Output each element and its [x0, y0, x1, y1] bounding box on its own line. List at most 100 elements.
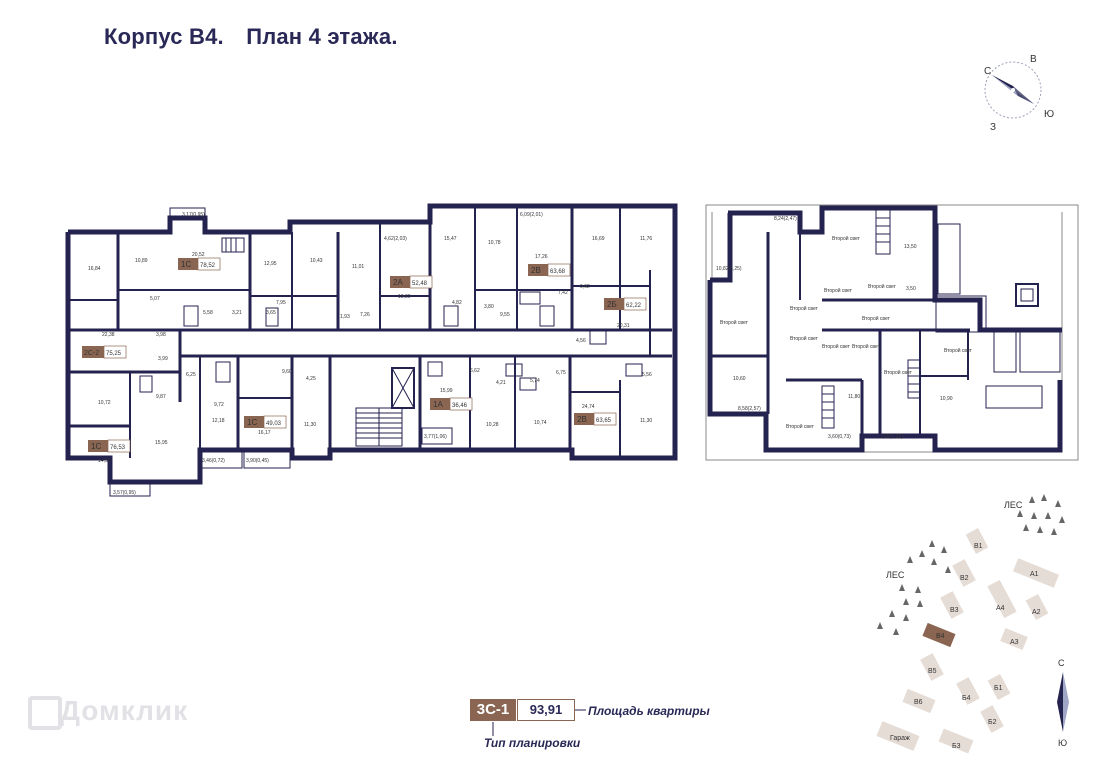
north-arrow-icon: С Ю [1057, 658, 1069, 748]
room-area: 11,76 [640, 236, 652, 242]
room-area: 16,17 [258, 430, 271, 436]
apartment-type: 1С [247, 418, 257, 427]
apartment-tag[interactable]: 2А 52,48 [390, 275, 433, 289]
apartment-tag[interactable]: 1С 76,53 [88, 439, 131, 453]
apartment-tag[interactable]: 2С-2 75,25 [82, 345, 127, 359]
building-label: Б1 [994, 685, 1003, 692]
room-area: 10,78 [488, 240, 501, 246]
room-area: 5,74 [530, 378, 540, 384]
room-area: 6,62 [470, 368, 480, 374]
room-area: 4,21 [496, 380, 506, 386]
room-area: 5,58 [203, 310, 213, 316]
upper-area: 10,82(5,25) [716, 266, 742, 272]
compass-letter-w: З [990, 122, 996, 133]
room-area: 3,77(1,06) [424, 434, 447, 440]
building-label: Б3 [952, 743, 961, 750]
room-area: 11,01 [352, 264, 364, 270]
room-area: 7,42 [558, 290, 568, 296]
upper-area: 11,80 [848, 394, 860, 400]
upper-area: 3,85(1,05) [880, 434, 903, 440]
building-label: В2 [960, 575, 969, 582]
apartment-area: 76,53 [110, 445, 126, 451]
room-area: 15,95 [155, 440, 168, 446]
apartment-type: 2В [531, 266, 541, 275]
apartment-area: 52,48 [412, 281, 428, 287]
apartment-type: 1А [433, 400, 443, 409]
room-area: 9,60 [282, 369, 292, 375]
apartment-tag[interactable]: 2В 63,68 [528, 263, 571, 277]
apartment-tags: 1С 78,52 2А 52,48 2В 63,68 2Б 62,22 2С-2… [82, 257, 647, 453]
floor-title: План 4 этажа. [246, 24, 398, 49]
building-label: А3 [1010, 639, 1019, 646]
upper-area: 10,60 [733, 376, 746, 382]
second-light-label: Второй свет [790, 305, 819, 312]
second-light-label: Второй свет [790, 335, 819, 342]
watermark: Домклик [60, 695, 189, 726]
compass-rose-icon: С В Ю З [984, 54, 1054, 133]
legend-type-code: 3С-1 [470, 699, 516, 721]
legend-type-label: Тип планировки [484, 736, 581, 750]
building-label: В6 [914, 699, 923, 706]
room-area: 3,80 [484, 304, 494, 310]
apartment-type: 1С [91, 442, 101, 451]
room-area: 7,95 [276, 300, 286, 306]
room-area: 20,31 [617, 323, 630, 329]
legend-area-label: Площадь квартиры [588, 704, 710, 718]
room-area: 6,09(2,01) [520, 212, 543, 218]
second-light-label: Второй свет [884, 369, 913, 376]
building-label: А2 [1032, 609, 1041, 616]
apartment-area: 75,25 [106, 351, 122, 357]
compass-letter-n: С [1058, 658, 1065, 668]
apartment-area: 63,68 [550, 269, 566, 275]
room-area: 9,62 [580, 284, 590, 290]
compass-letter-s: Ю [1044, 109, 1054, 120]
apartment-type: 2А [393, 278, 403, 287]
compass-letter-n: С [984, 66, 991, 77]
room-area: 3,21 [232, 310, 242, 316]
room-area: 3,17(0,95) [182, 212, 205, 218]
room-area: 1,93 [340, 314, 350, 320]
upper-area: 8,24(2,47) [774, 216, 797, 222]
room-area: 4,56 [576, 338, 586, 344]
room-area: 15,99 [440, 388, 453, 394]
second-light-label: Второй свет [720, 319, 749, 326]
room-area: 3,98 [156, 332, 166, 338]
room-area: 11,30 [304, 422, 316, 428]
room-area: 9,87 [156, 394, 166, 400]
apartment-tag[interactable]: 1С 49,03 [244, 415, 287, 429]
room-area: 16,69 [592, 236, 605, 242]
room-area: 20,52 [192, 252, 205, 258]
building-label: В3 [950, 607, 959, 614]
apartment-area: 78,52 [200, 263, 216, 269]
building-label-current: В4 [936, 633, 945, 640]
upper-area: 13,50 [904, 244, 917, 250]
apartment-tag[interactable]: 1А 36,46 [430, 397, 473, 411]
building-title: Корпус В4. [104, 24, 224, 49]
apartment-tag[interactable]: 1С 78,52 [178, 257, 221, 271]
room-area: 10,28 [486, 422, 499, 428]
upper-area: 10,90 [940, 396, 953, 402]
room-area: 4,25 [306, 376, 316, 382]
room-area: 6,25 [186, 372, 196, 378]
second-light-label: Второй свет [822, 343, 851, 350]
apartment-tag[interactable]: 2В 63,65 [574, 412, 617, 426]
building-label: Б2 [988, 719, 997, 726]
building-label: В5 [928, 668, 937, 675]
site-plan: ЛЕС ЛЕС В1 В2 А1 В3 А4 А2 В4 [876, 494, 1065, 754]
compass-letter-s: Ю [1058, 738, 1067, 748]
room-area: 17,26 [535, 254, 548, 260]
apartment-tag[interactable]: 2Б 62,22 [604, 297, 647, 311]
second-light-label: Второй свет [852, 343, 881, 350]
room-area: 10,89 [135, 258, 148, 264]
building-label: Б4 [962, 695, 971, 702]
room-area: 3,46(0,72) [202, 458, 225, 464]
second-light-label: Второй свет [944, 347, 973, 354]
room-area: 10,43 [310, 258, 323, 264]
upper-floor-plan [705, 204, 1079, 461]
upper-area: 8,58(2,57) [738, 406, 761, 412]
room-area: 12,18 [212, 418, 225, 424]
room-area: 9,72 [214, 402, 224, 408]
room-area: 6,75 [556, 370, 566, 376]
room-area: 24,74 [582, 404, 595, 410]
